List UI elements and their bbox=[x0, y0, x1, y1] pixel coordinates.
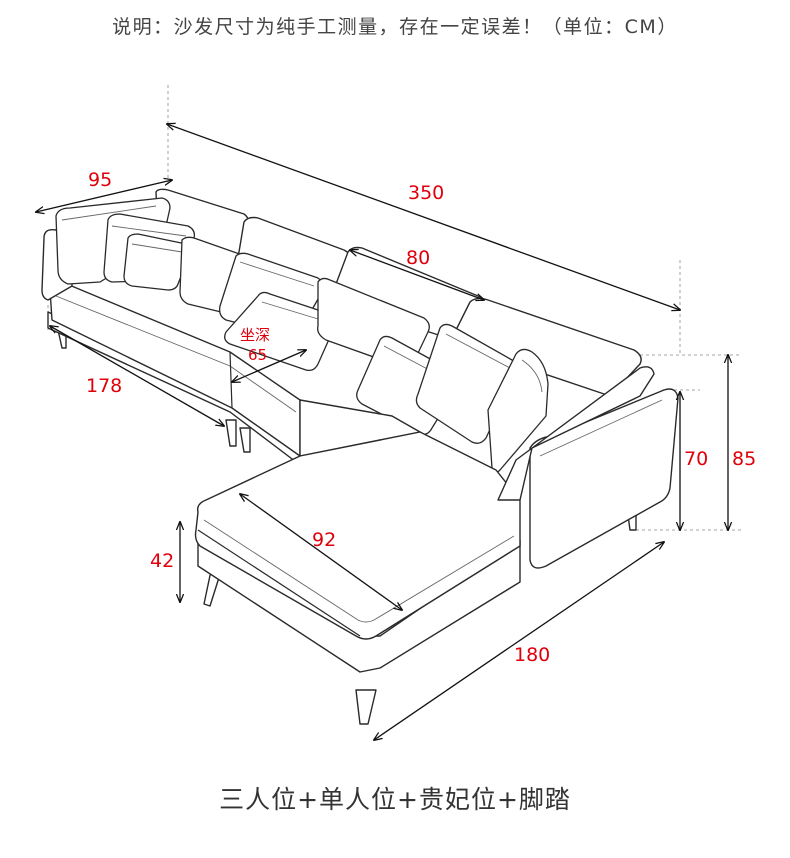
seat-depth-caption: 坐深 bbox=[240, 326, 270, 344]
total-height-label: 85 bbox=[732, 448, 756, 470]
total-length-label: 350 bbox=[408, 182, 444, 204]
chaise-length-label: 180 bbox=[514, 644, 550, 666]
depth-label: 95 bbox=[88, 169, 112, 191]
right-armrest bbox=[529, 388, 679, 569]
seat-length-label: 178 bbox=[86, 375, 122, 397]
right-armrest-side bbox=[497, 366, 655, 501]
sofa-drawing bbox=[41, 188, 679, 725]
sofa-leg bbox=[239, 427, 251, 453]
dimension-arrows bbox=[36, 124, 728, 740]
seat-depth-label: 65 bbox=[248, 346, 267, 364]
combination-caption: 三人位+单人位+贵妃位+脚踏 bbox=[219, 785, 571, 814]
armrest-height-label: 70 bbox=[684, 448, 708, 470]
back-cushion-label: 80 bbox=[406, 247, 430, 269]
size-note: 说明：沙发尺寸为纯手工测量，存在一定误差！（单位：CM） bbox=[112, 16, 678, 38]
chaise-width-label: 92 bbox=[312, 529, 336, 551]
seat-height-label: 42 bbox=[150, 550, 174, 572]
sofa-leg bbox=[355, 689, 377, 725]
sofa-leg bbox=[225, 419, 237, 447]
